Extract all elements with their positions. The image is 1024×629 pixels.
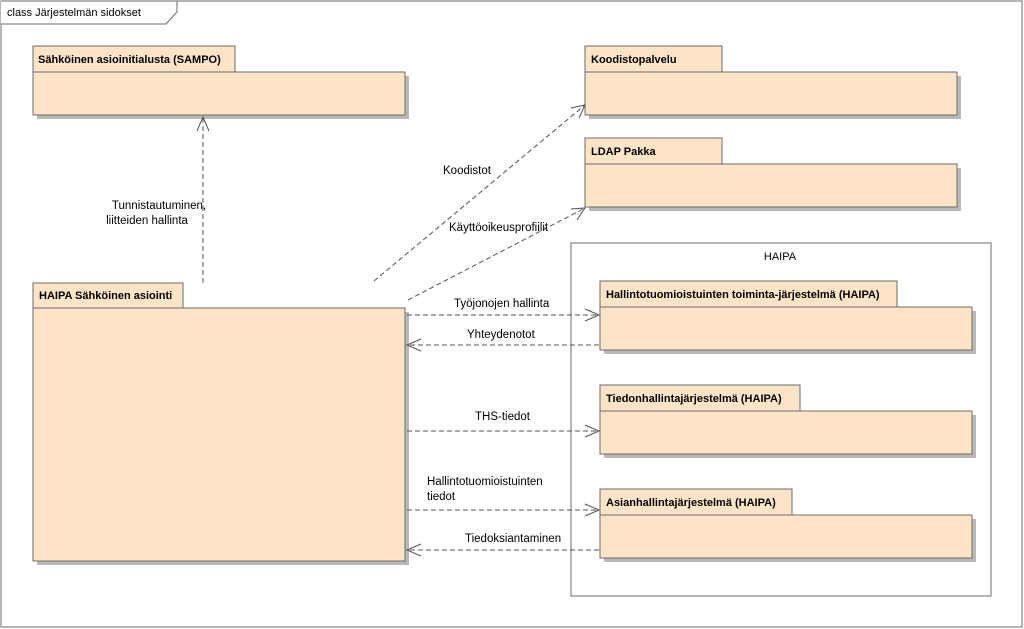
package-asianhallinta-label: Asianhallintajärjestelmä (HAIPA): [606, 497, 776, 509]
edge-hallintotuomioistuinten-tiedot-label-2: tiedot: [427, 491, 456, 503]
edge-yhteydenotot-label: Yhteydenotot: [467, 329, 536, 341]
haipa-group-label: HAIPA: [764, 251, 797, 263]
package-koodistopalvelu-label: Koodistopalvelu: [591, 54, 677, 66]
edge-koodistot-label: Koodistot: [443, 165, 492, 177]
package-hallintotuomioistuinten-label: Hallintotuomioistuinten toiminta-järjest…: [606, 289, 880, 301]
edge-hallintotuomioistuinten-tiedot-label-1: Hallintotuomioistuinten: [427, 476, 543, 488]
edge-tunnistautuminen-label-2: liitteiden hallinta: [106, 215, 188, 227]
edge-ths-tiedot-label: THS-tiedot: [475, 411, 531, 423]
edge-kayttooikeusprofiilit[interactable]: Käyttöoikeusprofiilit: [407, 207, 586, 301]
package-asianhallinta[interactable]: Asianhallintajärjestelmä (HAIPA): [599, 488, 976, 562]
package-ldap-pakka-label: LDAP Pakka: [591, 146, 656, 158]
edge-tunnistautuminen-label-1: Tunnistautuminen,: [112, 200, 206, 212]
edge-yhteydenotot[interactable]: Yhteydenotot: [405, 329, 599, 352]
package-hallintotuomioistuinten[interactable]: Hallintotuomioistuinten toiminta-järjest…: [599, 280, 976, 354]
edge-hallintotuomioistuinten-tiedot[interactable]: Hallintotuomioistuinten tiedot: [407, 476, 601, 517]
package-haipa-asiointi[interactable]: HAIPA Sähköinen asiointi: [32, 282, 409, 565]
package-sampo-label: Sähköinen asioinitialusta (SAMPO): [38, 54, 221, 66]
package-sampo[interactable]: Sähköinen asioinitialusta (SAMPO): [32, 45, 409, 119]
edge-tiedoksiantaminen-label: Tiedoksiantaminen: [465, 533, 561, 545]
package-ldap-pakka[interactable]: LDAP Pakka: [584, 137, 961, 211]
package-tiedonhallinta[interactable]: Tiedonhallintajärjestelmä (HAIPA): [599, 384, 976, 458]
package-koodistopalvelu[interactable]: Koodistopalvelu: [584, 45, 961, 119]
package-tiedonhallinta-label: Tiedonhallintajärjestelmä (HAIPA): [606, 393, 782, 405]
edge-tyojonojen-hallinta[interactable]: Työjonojen hallinta: [407, 298, 601, 322]
edge-koodistot[interactable]: Koodistot: [373, 104, 586, 282]
edge-tyojonojen-hallinta-label: Työjonojen hallinta: [454, 298, 550, 310]
package-haipa-asiointi-label: HAIPA Sähköinen asiointi: [39, 290, 172, 302]
edge-tunnistautuminen[interactable]: Tunnistautuminen, liitteiden hallinta: [106, 115, 210, 283]
edge-tiedoksiantaminen[interactable]: Tiedoksiantaminen: [405, 533, 599, 557]
frame-title: class Järjestelmän sidokset: [7, 7, 141, 19]
edge-kayttooikeusprofiilit-label: Käyttöoikeusprofiilit: [449, 222, 549, 234]
edge-ths-tiedot[interactable]: THS-tiedot: [407, 411, 601, 438]
